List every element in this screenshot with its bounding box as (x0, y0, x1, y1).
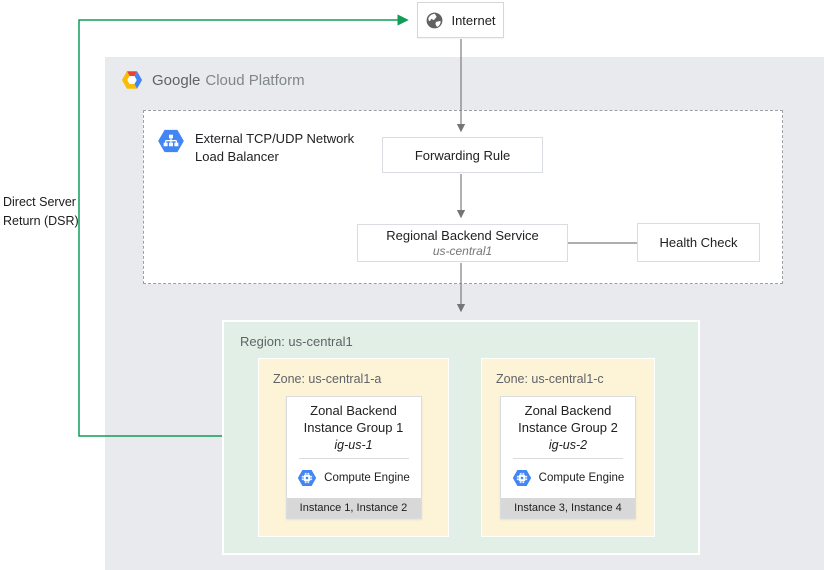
gcp-logo: Google Cloud Platform (121, 69, 305, 91)
instance-group-1-box: Zonal Backend Instance Group 1 ig-us-1 C… (285, 396, 422, 519)
regional-backend-service-region: us-central1 (432, 244, 493, 258)
instance-group-2-box: Zonal Backend Instance Group 2 ig-us-2 C… (500, 396, 636, 519)
instances-bar: Instance 1, Instance 2 (286, 497, 421, 518)
instance-group-2-title: Zonal Backend Instance Group 2 (518, 403, 618, 435)
forwarding-rule-node: Forwarding Rule (382, 137, 543, 173)
compute-engine-row: Compute Engine (501, 459, 635, 498)
regional-backend-service-node: Regional Backend Service us-central1 (357, 224, 568, 262)
region-label: Region: us-central1 (240, 334, 353, 349)
health-check-label: Health Check (659, 235, 738, 250)
divider (298, 457, 409, 459)
compute-engine-label: Compute Engine (538, 471, 625, 484)
zone-c-label: Zone: us-central1-c (496, 372, 604, 386)
divider (513, 457, 623, 459)
gcp-logo-brand-text: Google (152, 71, 201, 89)
zone-a-container: Zone: us-central1-a Zonal Backend Instan… (258, 358, 449, 537)
forwarding-rule-label: Forwarding Rule (414, 147, 511, 163)
network-load-balancer-icon (158, 129, 184, 153)
gcp-hexagon-logo-icon (121, 71, 143, 89)
instance-group-2-id: ig-us-2 (548, 437, 588, 452)
zone-c-container: Zone: us-central1-c Zonal Backend Instan… (481, 358, 655, 537)
compute-engine-row: Compute Engine (287, 459, 421, 498)
load-balancer-title: External TCP/UDP Network Load Balancer (195, 127, 354, 166)
health-check-node: Health Check (637, 223, 760, 262)
zone-a-label: Zone: us-central1-a (273, 372, 382, 386)
internet-label: Internet (451, 12, 496, 28)
instance-group-1-title: Zonal Backend Instance Group 1 (303, 403, 404, 435)
dsr-label: Direct Server Return (DSR) (3, 195, 79, 228)
compute-engine-label: Compute Engine (324, 471, 410, 484)
internet-node: Internet (417, 2, 504, 38)
load-balancer-title-line1: External TCP/UDP Network (195, 131, 355, 146)
instance-group-1-id: ig-us-1 (334, 437, 373, 452)
load-balancer-title-line2: Load Balancer (195, 149, 279, 165)
regional-backend-service-label: Regional Backend Service (386, 228, 539, 243)
instances-bar: Instance 3, Instance 4 (501, 497, 635, 518)
compute-engine-icon (297, 469, 317, 486)
gcp-logo-suffix-text: Cloud Platform (205, 71, 305, 89)
compute-engine-icon (512, 469, 531, 486)
globe-icon (427, 12, 443, 28)
load-balancer-header: External TCP/UDP Network Load Balancer (157, 127, 354, 166)
region-container: Region: us-central1 Zone: us-central1-a … (222, 320, 700, 555)
